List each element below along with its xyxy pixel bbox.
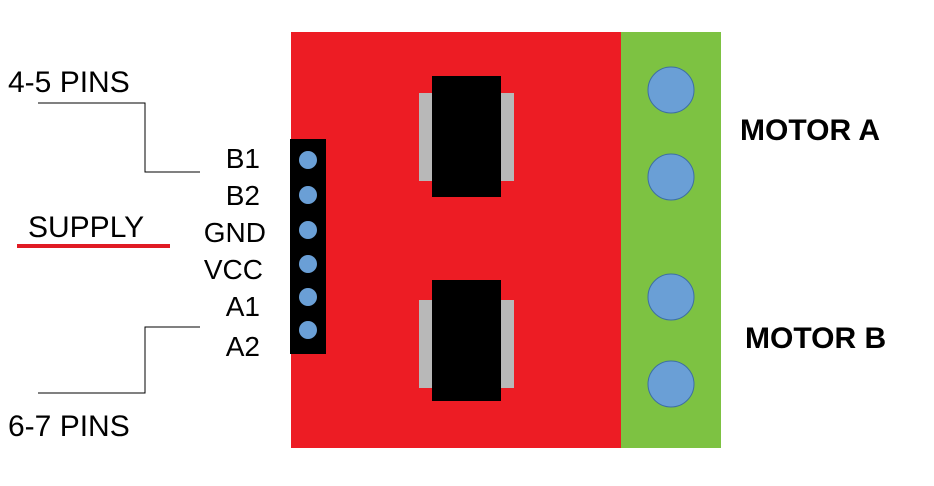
pin-label-b1: B1 (225, 143, 260, 174)
motor-a-terminal-1 (647, 66, 695, 114)
pins-bottom-label: 6-7 PINS (8, 410, 130, 443)
pin-label-b2: B2 (225, 180, 260, 211)
motor-a-terminal-2 (647, 153, 695, 201)
pin-label-a2: A2 (225, 331, 260, 362)
pin-header (290, 139, 326, 354)
pin-dot-a2 (299, 321, 317, 339)
pin-label-a1: A1 (225, 291, 260, 322)
pin-dot-b2 (299, 186, 317, 204)
pin-label-gnd: GND (203, 217, 266, 248)
supply-label: SUPPLY (28, 211, 145, 244)
pin-dot-a1 (299, 288, 317, 306)
leader-line-top (38, 102, 200, 173)
driver-chip-top (419, 76, 514, 197)
motor-b-terminal-2 (647, 360, 695, 408)
driver-chip-bottom (419, 280, 514, 401)
motor-b-terminal-1 (647, 273, 695, 321)
pin-dot-b1 (299, 151, 317, 169)
leader-line-bottom (38, 326, 200, 394)
pin-dot-vcc (299, 255, 317, 273)
motor-a-label: MOTOR A (740, 114, 880, 147)
pins-top-label: 4-5 PINS (8, 66, 130, 99)
pin-label-vcc: VCC (203, 254, 263, 285)
motor-b-label: MOTOR B (745, 322, 887, 355)
pin-dot-gnd (299, 221, 317, 239)
